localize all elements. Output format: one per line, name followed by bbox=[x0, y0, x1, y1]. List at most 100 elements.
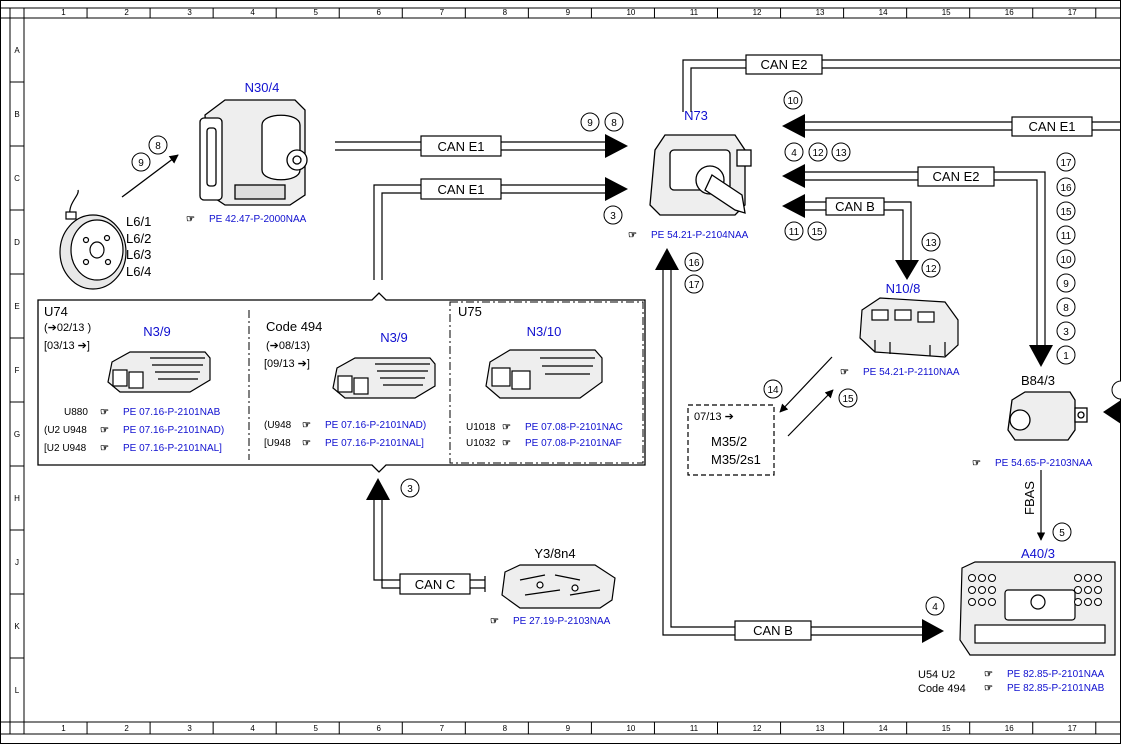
grid-column-label: 13 bbox=[816, 8, 825, 17]
grid-row-label: J bbox=[15, 558, 19, 567]
code494-date: [09/13 ➔] bbox=[264, 358, 310, 370]
a40-3-code-line: Code 494 bbox=[918, 683, 966, 695]
reference-circle: 8 bbox=[1056, 297, 1076, 317]
b84-3-ref: PE 54.65-P-2103NAA bbox=[995, 458, 1093, 469]
code494-name: N3/9 bbox=[380, 330, 407, 345]
head-unit-button-icon bbox=[1094, 586, 1102, 594]
reference-circle: 4 bbox=[784, 142, 804, 162]
svg-text:1: 1 bbox=[1063, 351, 1069, 362]
reference-circle: 13 bbox=[921, 232, 941, 252]
grid-column-label: 2 bbox=[124, 8, 129, 17]
grid-column-label: 1 bbox=[61, 724, 66, 733]
svg-text:17: 17 bbox=[1060, 158, 1072, 169]
svg-text:16: 16 bbox=[688, 258, 700, 269]
svg-text:9: 9 bbox=[138, 158, 144, 169]
a40-3-code-line: U54 U2 bbox=[918, 669, 955, 681]
doc-icon: ☞ bbox=[490, 616, 499, 627]
head-unit-button-icon bbox=[988, 586, 996, 594]
can-e2-label: CAN E2 bbox=[761, 57, 808, 72]
sam-control-unit-icon bbox=[859, 297, 959, 358]
grid-column-label: 15 bbox=[942, 8, 951, 17]
u74-ref: PE 07.16-P-2101NAD) bbox=[123, 425, 224, 436]
grid-column-label: 10 bbox=[626, 724, 635, 733]
reference-circle-partial bbox=[1111, 380, 1121, 400]
grid-column-label: 7 bbox=[440, 724, 445, 733]
svg-text:15: 15 bbox=[1060, 207, 1072, 218]
grid-column-label: 16 bbox=[1005, 724, 1014, 733]
head-unit-button-icon bbox=[1074, 574, 1082, 582]
head-unit-button-icon bbox=[1074, 598, 1082, 606]
reference-circle: 10 bbox=[1056, 249, 1076, 269]
svg-text:3: 3 bbox=[407, 484, 413, 495]
head-unit-button-icon bbox=[1094, 574, 1102, 582]
a40-3-ref: PE 82.85-P-2101NAB bbox=[1007, 683, 1105, 694]
grid-column-label: 17 bbox=[1068, 724, 1077, 733]
svg-text:15: 15 bbox=[811, 227, 823, 238]
u74-code: U880 bbox=[64, 407, 88, 418]
bus-arrowheads bbox=[366, 114, 1121, 643]
grid-column-label: 5 bbox=[313, 8, 318, 17]
can-e1-label: CAN E1 bbox=[438, 182, 485, 197]
grid-row-label: B bbox=[14, 110, 19, 119]
reference-circle: 8 bbox=[148, 135, 168, 155]
can-e1-label: CAN E1 bbox=[1029, 119, 1076, 134]
grid-row-label: C bbox=[14, 174, 20, 183]
code494-date: (➔08/13) bbox=[266, 340, 310, 352]
n73-ref: PE 54.21-P-2104NAA bbox=[651, 230, 749, 241]
svg-text:16: 16 bbox=[1060, 183, 1072, 194]
grid-row-label: K bbox=[14, 622, 20, 631]
grid-column-label: 6 bbox=[377, 8, 382, 17]
grid-column-label: 5 bbox=[313, 724, 318, 733]
reference-circle: 16 bbox=[684, 252, 704, 272]
engine-ecu-group-box bbox=[37, 292, 646, 473]
grid-row-label: L bbox=[15, 686, 20, 695]
u74-date: (➔02/13 ) bbox=[44, 322, 91, 334]
reference-circle: 3 bbox=[603, 205, 623, 225]
y3-8n4-name: Y3/8n4 bbox=[534, 546, 575, 561]
code494-ref: PE 07.16-P-2101NAD) bbox=[325, 420, 426, 431]
grid-row-label: E bbox=[14, 302, 19, 311]
grid-row-label: F bbox=[15, 366, 20, 375]
svg-text:8: 8 bbox=[155, 141, 161, 152]
head-unit-button-icon bbox=[978, 574, 986, 582]
grid-column-label: 10 bbox=[626, 8, 635, 17]
can-b-label: CAN B bbox=[835, 199, 875, 214]
a40-3-ref: PE 82.85-P-2101NAA bbox=[1007, 669, 1105, 680]
grid-column-label: 9 bbox=[566, 724, 571, 733]
grid-column-label: 16 bbox=[1005, 8, 1014, 17]
ecu-icon bbox=[107, 351, 211, 393]
grid-column-label: 4 bbox=[250, 8, 255, 17]
ignition-switch-icon bbox=[649, 134, 752, 216]
reference-circle: 9 bbox=[1056, 273, 1076, 293]
reference-circle: 14 bbox=[763, 379, 783, 399]
grid-column-label: 11 bbox=[690, 8, 699, 17]
can-e2-label: CAN E2 bbox=[933, 169, 980, 184]
a40-3-name: A40/3 bbox=[1021, 546, 1055, 561]
wheel-sensor-label: L6/3 bbox=[126, 247, 151, 262]
b84-3-name: B84/3 bbox=[1021, 373, 1055, 388]
reference-circle: 12 bbox=[921, 258, 941, 278]
code494-title: Code 494 bbox=[266, 319, 322, 334]
grid-row-label: A bbox=[14, 46, 20, 55]
svg-text:12: 12 bbox=[812, 148, 824, 159]
bus-label-boxes bbox=[399, 54, 1093, 641]
doc-icon: ☞ bbox=[840, 367, 849, 378]
doc-icon: ☞ bbox=[100, 425, 109, 436]
grid-row-label: H bbox=[14, 494, 20, 503]
can-b-label: CAN B bbox=[753, 623, 793, 638]
doc-icon: ☞ bbox=[502, 438, 511, 449]
grid-column-label: 7 bbox=[440, 8, 445, 17]
doc-icon: ☞ bbox=[972, 458, 981, 469]
reference-circle: 17 bbox=[684, 274, 704, 294]
reference-circle: 4 bbox=[925, 596, 945, 616]
svg-text:14: 14 bbox=[767, 385, 779, 396]
u74-code: [U2 U948 bbox=[44, 443, 87, 454]
wheel-sensor-label: L6/4 bbox=[126, 264, 151, 279]
doc-icon: ☞ bbox=[100, 443, 109, 454]
reference-circle: 11 bbox=[784, 221, 804, 241]
grid-column-label: 12 bbox=[753, 724, 762, 733]
svg-text:3: 3 bbox=[610, 211, 616, 222]
head-unit-button-icon bbox=[1084, 586, 1092, 594]
reference-circle: 9 bbox=[580, 112, 600, 132]
reference-circle: 5 bbox=[1052, 522, 1072, 542]
